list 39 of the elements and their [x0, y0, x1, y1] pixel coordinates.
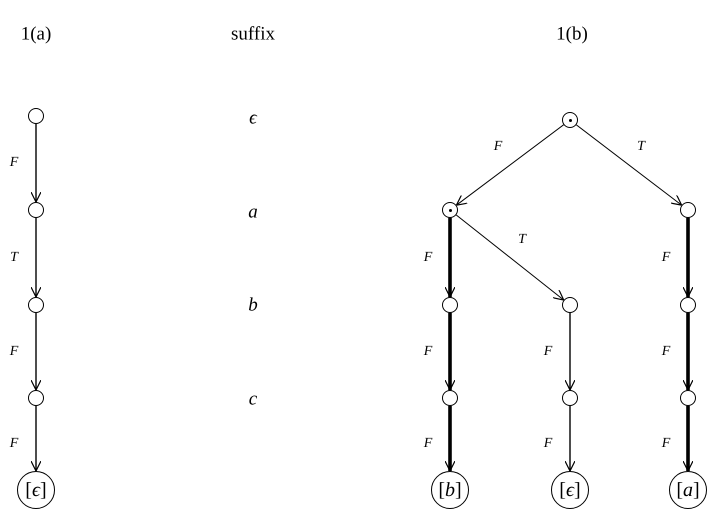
arrow — [444, 313, 456, 391]
terminal-node: [b] — [431, 471, 469, 509]
figure-label: 1(a) — [20, 24, 52, 44]
arrow — [456, 214, 564, 301]
column-heading: suffix — [231, 24, 275, 44]
node-circle — [562, 390, 578, 406]
arrow — [30, 218, 42, 298]
node-circle — [28, 297, 44, 313]
figure-label: 1(b) — [556, 24, 588, 44]
arrow — [682, 406, 694, 472]
node-circle — [28, 202, 44, 218]
node-circle — [562, 297, 578, 313]
suffix-label: ϵ — [249, 108, 257, 128]
arrow — [444, 406, 456, 472]
terminal-node: [ϵ] — [17, 471, 55, 509]
arrow — [30, 313, 42, 391]
arrow — [576, 124, 682, 206]
arrow — [564, 406, 576, 472]
suffix-label: a — [248, 202, 258, 222]
node-circle — [680, 390, 696, 406]
node-circle — [28, 390, 44, 406]
arrow — [30, 406, 42, 472]
terminal-node: [ϵ] — [551, 471, 589, 509]
arrow — [456, 124, 564, 206]
arrow — [682, 218, 694, 298]
node-circle — [680, 202, 696, 218]
arrow — [30, 124, 42, 203]
arrow — [682, 313, 694, 391]
node-circle — [680, 297, 696, 313]
node-circle — [28, 108, 44, 124]
node-circle — [442, 390, 458, 406]
arrow — [564, 313, 576, 391]
dotted-node — [562, 112, 578, 128]
node-circle — [442, 297, 458, 313]
dotted-node — [442, 202, 458, 218]
terminal-node: [a] — [669, 471, 707, 509]
arrow — [444, 218, 456, 298]
suffix-label: b — [248, 296, 258, 314]
suffix-label: c — [248, 390, 258, 408]
